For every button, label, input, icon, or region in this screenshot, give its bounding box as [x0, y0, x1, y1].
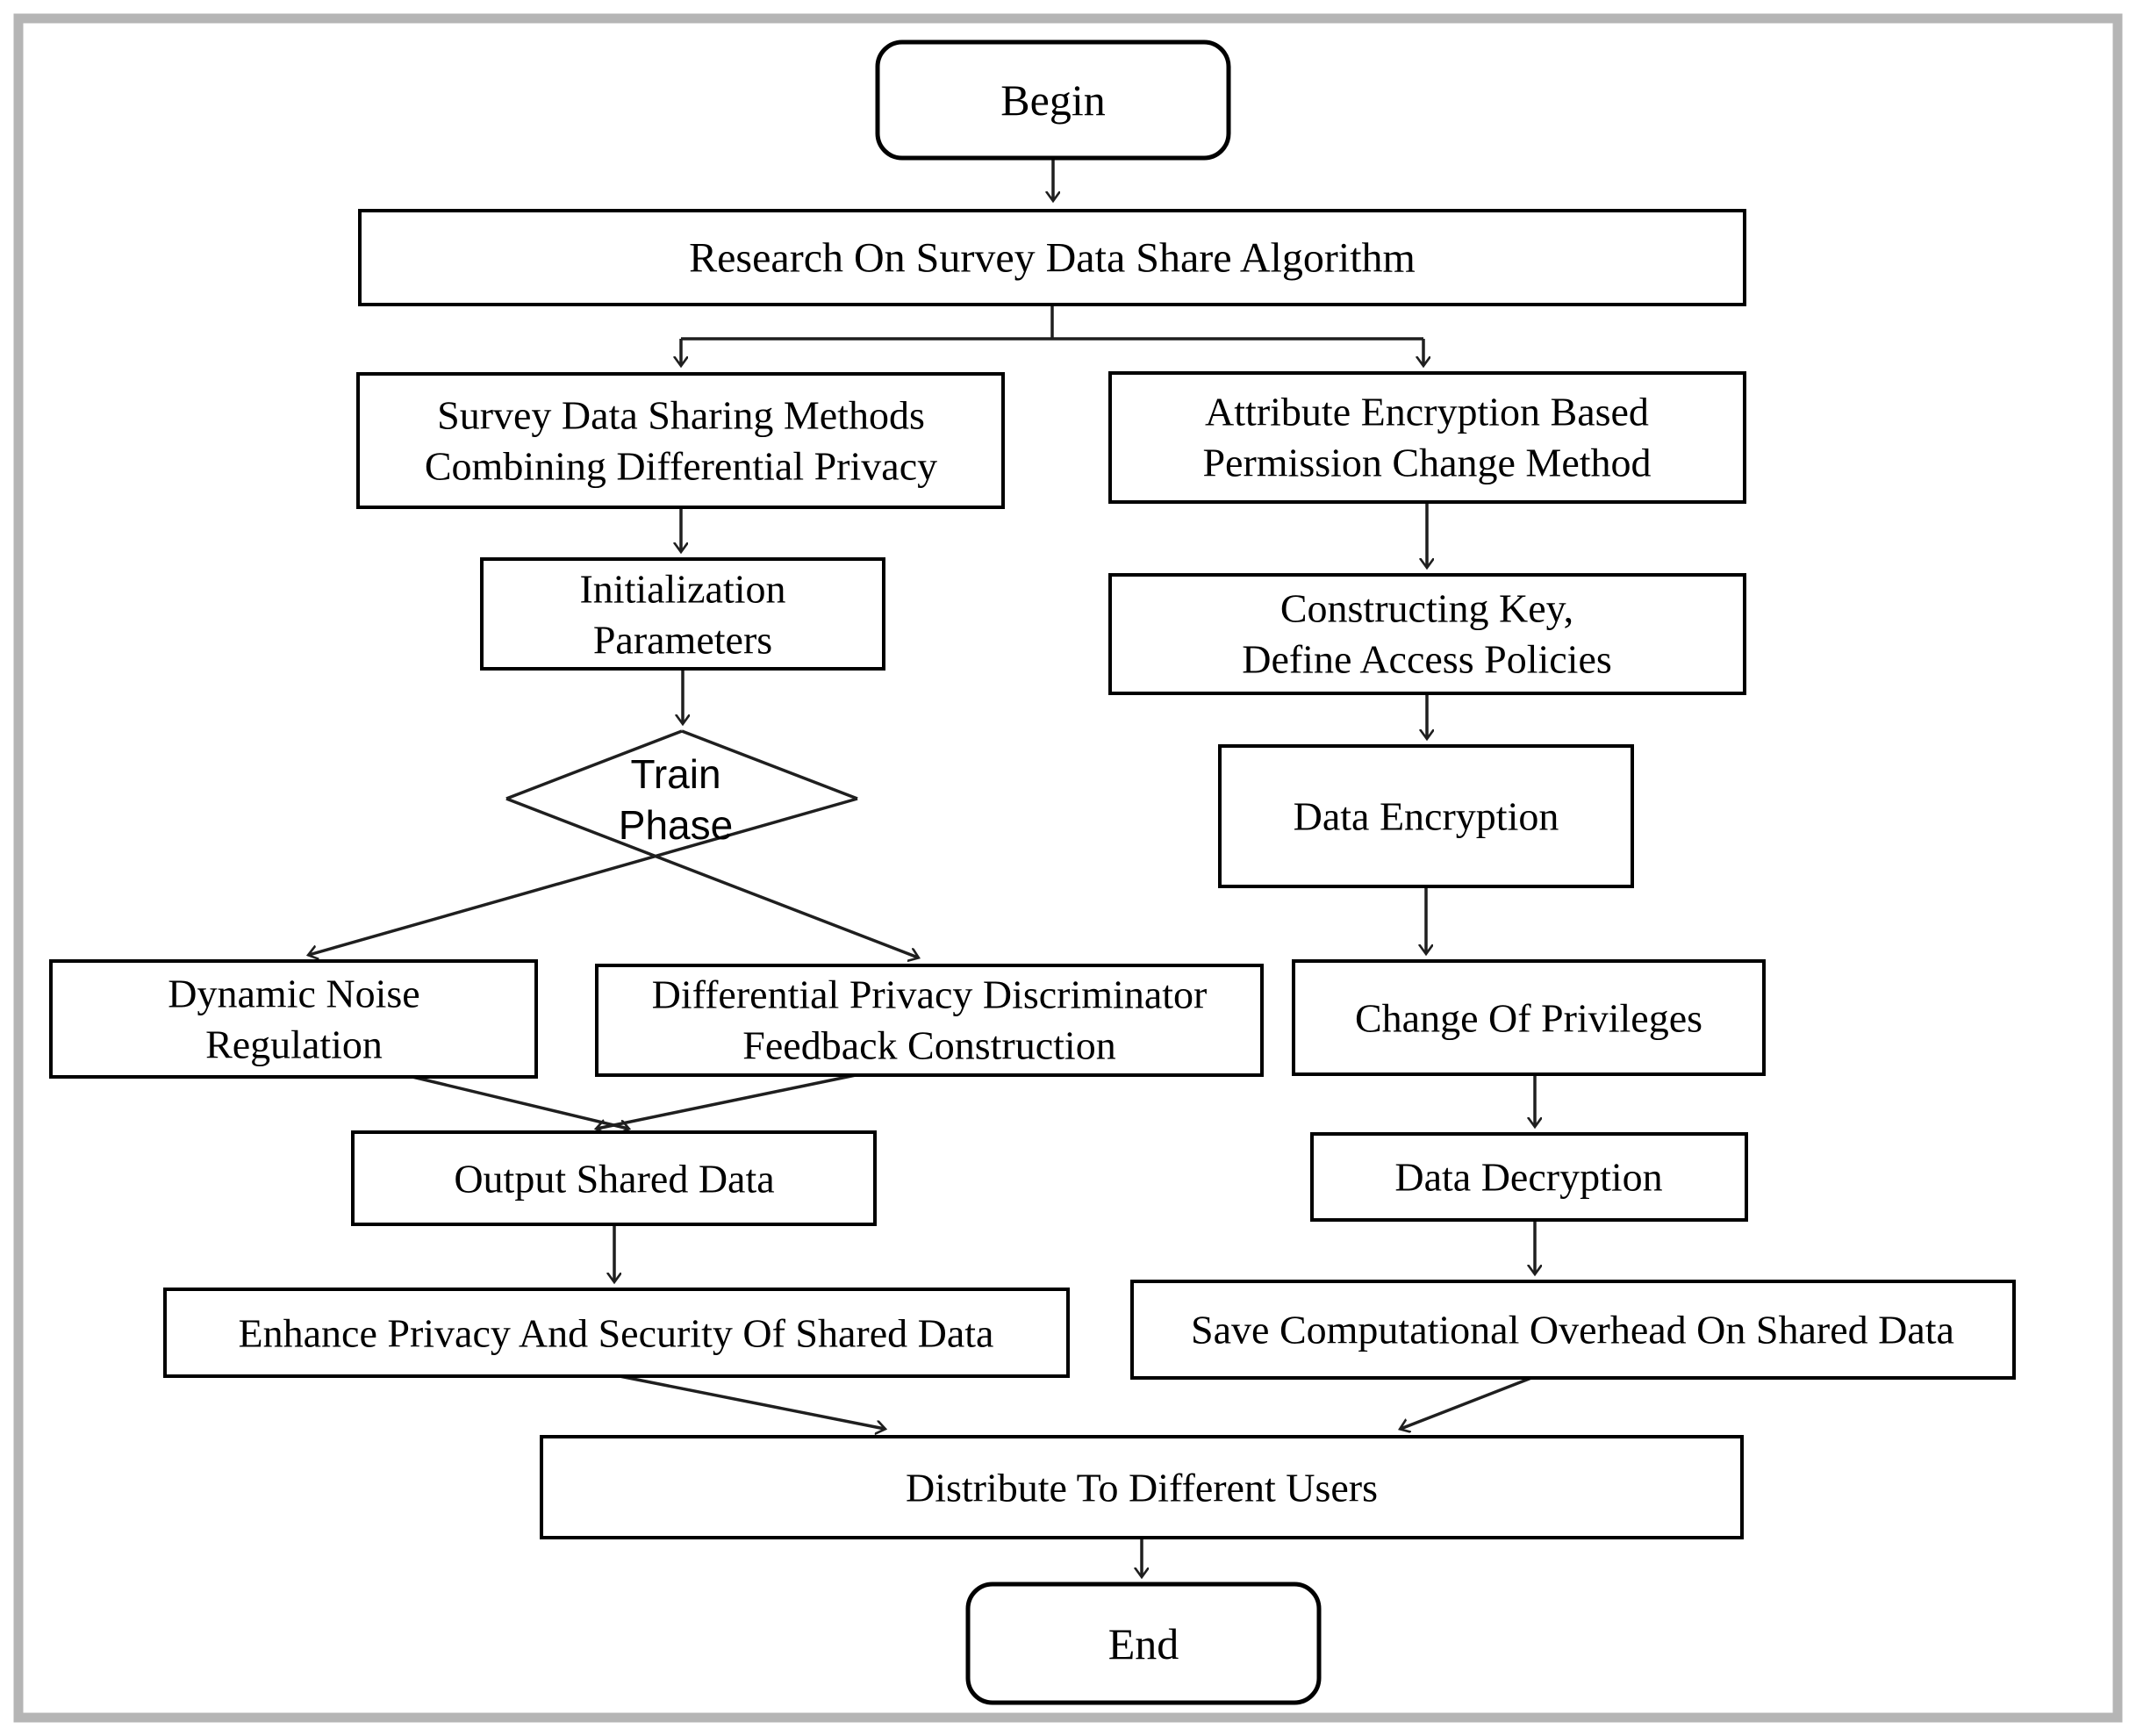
node-data-encryption: Data Encryption: [1218, 744, 1634, 888]
node-train-phase: Train Phase: [619, 751, 733, 848]
node-attribute-encryption-line1: Attribute Encryption Based: [1205, 390, 1649, 434]
connectors: [309, 158, 1535, 1576]
node-end: End: [965, 1582, 1322, 1705]
node-output-shared-label: Output Shared Data: [454, 1157, 774, 1202]
node-initialization-line2: Parameters: [593, 618, 772, 663]
node-research: Research On Survey Data Share Algorithm: [358, 209, 1746, 306]
node-dynamic-noise: Dynamic Noise Regulation: [49, 959, 538, 1079]
node-dynamic-noise-line2: Regulation: [205, 1022, 383, 1067]
node-data-decryption: Data Decryption: [1310, 1132, 1748, 1222]
node-attribute-encryption: Attribute Encryption Based Permission Ch…: [1108, 371, 1746, 504]
node-begin-label: Begin: [1000, 75, 1105, 125]
node-constructing-key-line1: Constructing Key,: [1280, 586, 1573, 631]
node-dp-discriminator-line2: Feedback Construction: [742, 1023, 1115, 1068]
node-attribute-encryption-line2: Permission Change Method: [1202, 441, 1651, 485]
node-enhance-privacy-label: Enhance Privacy And Security Of Shared D…: [239, 1311, 994, 1356]
node-dynamic-noise-line1: Dynamic Noise: [168, 972, 419, 1016]
node-survey-methods: Survey Data Sharing Methods Combining Di…: [356, 372, 1005, 509]
node-initialization: Initialization Parameters: [480, 557, 885, 671]
node-constructing-key-line2: Define Access Policies: [1242, 637, 1612, 682]
node-output-shared: Output Shared Data: [351, 1130, 877, 1226]
node-data-encryption-label: Data Encryption: [1294, 794, 1559, 839]
node-data-decryption-label: Data Decryption: [1394, 1155, 1662, 1200]
node-survey-methods-line1: Survey Data Sharing Methods: [437, 393, 925, 438]
node-end-label: End: [1108, 1619, 1179, 1668]
figure-frame: [13, 13, 2123, 1723]
node-dp-discriminator-line1: Differential Privacy Discriminator: [652, 972, 1208, 1017]
node-save-overhead: Save Computational Overhead On Shared Da…: [1130, 1280, 2016, 1380]
node-initialization-line1: Initialization: [579, 567, 785, 612]
node-train-phase-line2: Phase: [619, 802, 733, 848]
node-enhance-privacy: Enhance Privacy And Security Of Shared D…: [163, 1288, 1070, 1378]
node-distribute-label: Distribute To Different Users: [906, 1466, 1378, 1510]
node-train-phase-line1: Train: [630, 751, 720, 797]
node-survey-methods-line2: Combining Differential Privacy: [425, 444, 937, 489]
node-change-privileges-label: Change Of Privileges: [1355, 996, 1702, 1041]
node-constructing-key: Constructing Key, Define Access Policies: [1108, 573, 1746, 695]
node-begin: Begin: [875, 39, 1231, 161]
node-change-privileges: Change Of Privileges: [1292, 959, 1766, 1076]
node-distribute: Distribute To Different Users: [540, 1435, 1744, 1539]
node-research-label: Research On Survey Data Share Algorithm: [689, 235, 1416, 282]
node-dp-discriminator: Differential Privacy Discriminator Feedb…: [595, 964, 1264, 1077]
node-save-overhead-label: Save Computational Overhead On Shared Da…: [1191, 1308, 1954, 1352]
